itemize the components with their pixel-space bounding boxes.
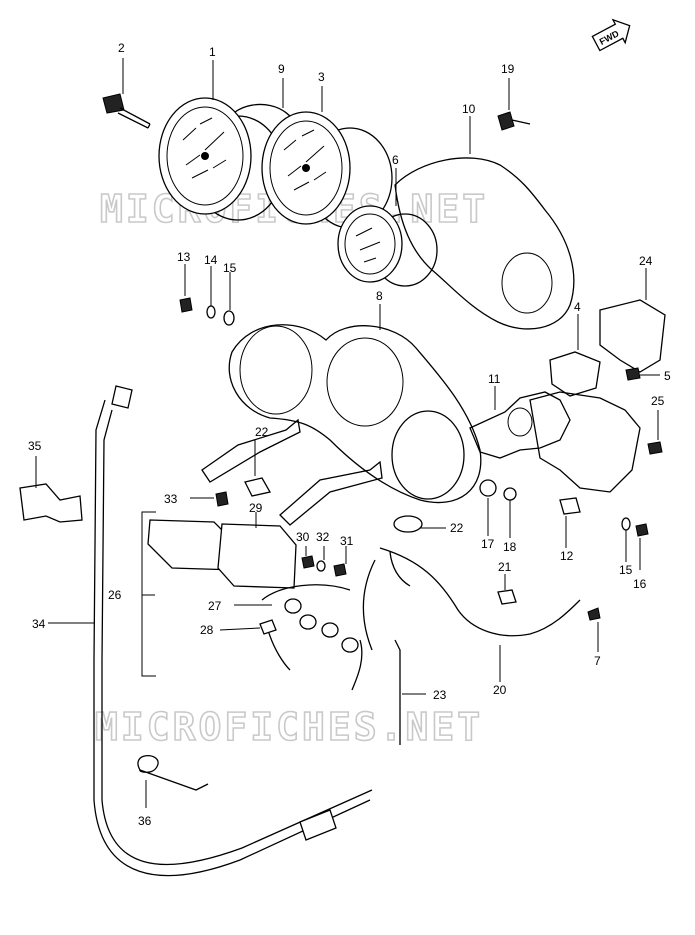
meter-harness [379,547,581,637]
callout-20: 20 [493,683,507,697]
callout-36: 35 [28,439,42,453]
callout-17: 17 [481,537,495,551]
bulb-21 [497,589,517,605]
meter-upper-cover [394,157,575,330]
callout-7: 7 [594,654,601,668]
callout-21: 21 [498,560,512,574]
callout-15b: 15 [619,563,633,577]
stay-right [279,460,383,526]
callout-8: 8 [376,289,383,303]
callout-18: 18 [503,540,517,554]
callout-19: 19 [501,62,515,76]
callout-29: 28 [200,623,214,637]
bolt-26 [647,441,663,455]
callout-5: 5 [664,369,671,383]
fwd-arrow-icon: FWD [591,18,631,52]
screw-32 [333,563,347,577]
indicator-lamp-assembly [147,519,297,589]
speedometer-cable [93,385,373,877]
nut-31 [301,555,315,569]
nut-16 [635,523,649,537]
callout-3: 3 [318,70,325,84]
callout-28: 27 [208,599,222,613]
bolt-34 [215,491,229,507]
bracket-hole [507,407,533,437]
tachometer [261,111,393,229]
callout-34: 33 [164,492,178,506]
meter-lower-case [228,324,482,504]
spring-clip [137,755,209,791]
callout-30: 29 [249,501,263,515]
callout-35: 34 [32,617,46,631]
callout-2: 2 [118,41,125,55]
case-hole-right [391,410,465,500]
rubber-cap [393,515,423,533]
callout-13: 13 [177,250,191,264]
callout-22: 22 [255,425,269,439]
callout-15a: 15 [223,261,237,275]
meter-bracket [469,391,571,459]
callout-12: 12 [560,549,574,563]
callout-11: 11 [488,372,501,386]
callout-31: 30 [296,530,310,544]
callout-6: 6 [392,153,399,167]
washer-15 [621,517,631,531]
trip-reset-knob [102,93,151,129]
washer-14 [206,305,216,319]
callout-16: 16 [633,577,647,591]
indicator-wiring [259,584,363,691]
grommet [244,477,272,497]
washer-15a [223,310,235,326]
harness-branch [362,551,411,651]
fuel-temp-gauge [337,205,438,287]
callout-37: 36 [138,814,152,828]
damper-17 [479,479,497,497]
cover-screw [497,111,531,131]
callout-24: 23 [433,688,447,702]
watermark-bottom: MICROFICHES.NET [95,705,483,749]
cover-opening [501,252,553,314]
screw-7 [587,607,601,621]
callout-27: 26 [108,588,122,602]
callout-33: 32 [316,530,330,544]
callout-4: 4 [574,300,581,314]
case-hole-left [239,325,313,415]
callout-14: 14 [204,253,218,267]
meter-stay [529,391,641,493]
washer-33 [316,560,326,572]
callout-1: 1 [209,45,216,59]
mounting-plate [599,299,666,373]
leader-lines [35,58,660,808]
screw-13 [179,297,193,313]
cushion-12 [559,497,581,515]
cable-clamp [19,483,83,523]
cable-tie [394,639,401,745]
callout-32: 31 [340,534,354,548]
nut-18 [503,487,517,501]
callout-25: 24 [639,254,653,268]
callout-23: 22 [450,521,464,535]
callout-10: 10 [462,102,476,116]
stay-left [201,418,301,483]
callout-9: 9 [278,62,285,76]
screw-5 [625,367,641,381]
callout-26: 25 [651,394,665,408]
bulb-socket-bracket [549,351,601,397]
callout-labels: 2 1 9 3 6 10 19 8 11 24 4 5 13 14 15 25 … [28,41,671,828]
case-hole-center [326,337,404,427]
